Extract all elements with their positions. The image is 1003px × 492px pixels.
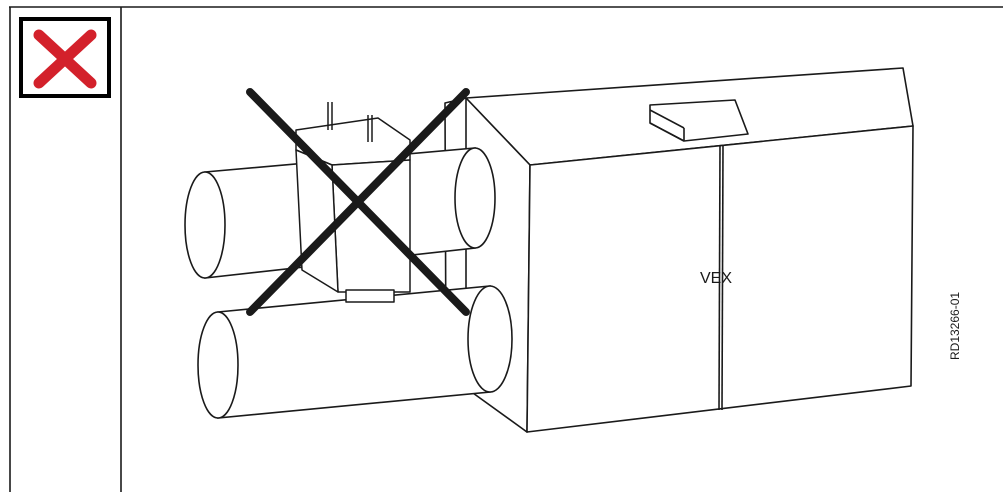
- unit-label: VEX: [700, 270, 733, 287]
- cross-out-mark: [246, 88, 470, 316]
- vex-unit: [444, 67, 914, 433]
- red-x-icon: [19, 17, 111, 98]
- reference-code: RD13266-01: [948, 291, 962, 360]
